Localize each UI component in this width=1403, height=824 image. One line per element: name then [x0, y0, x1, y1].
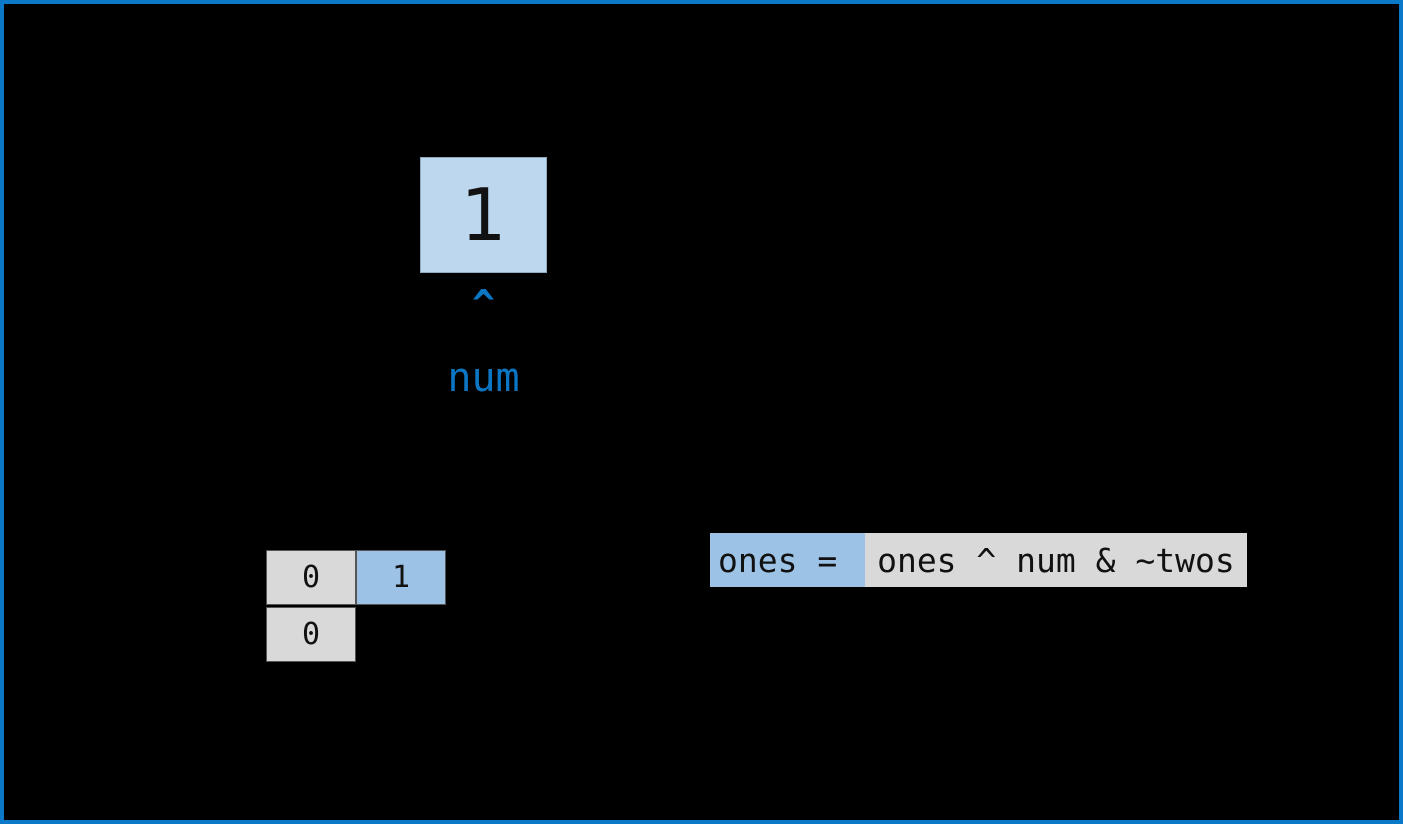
bit-grid: 0 1 0 — [266, 550, 446, 662]
bit-cell: 0 — [266, 550, 356, 605]
code-assignment-target: ones = — [710, 533, 866, 587]
xor-operator-icon: ^ — [472, 282, 495, 326]
bit-grid-row: 0 — [266, 607, 446, 662]
code-expression-line: ones = ones ^ num & ~twos — [710, 533, 1247, 587]
bit-cell-highlighted: 1 — [356, 550, 446, 605]
bit-cell-value: 0 — [301, 617, 321, 652]
code-expression-body: ones ^ num & ~twos — [865, 533, 1247, 587]
current-value-box: 1 — [420, 157, 547, 273]
bit-grid-row: 0 1 — [266, 550, 446, 605]
current-value-text: 1 — [460, 173, 507, 257]
variable-name-label: num — [447, 355, 520, 401]
bit-cell-empty — [356, 607, 446, 662]
bit-cell: 0 — [266, 607, 356, 662]
bit-cell-value: 0 — [301, 560, 321, 595]
bit-cell-value: 1 — [391, 560, 411, 595]
